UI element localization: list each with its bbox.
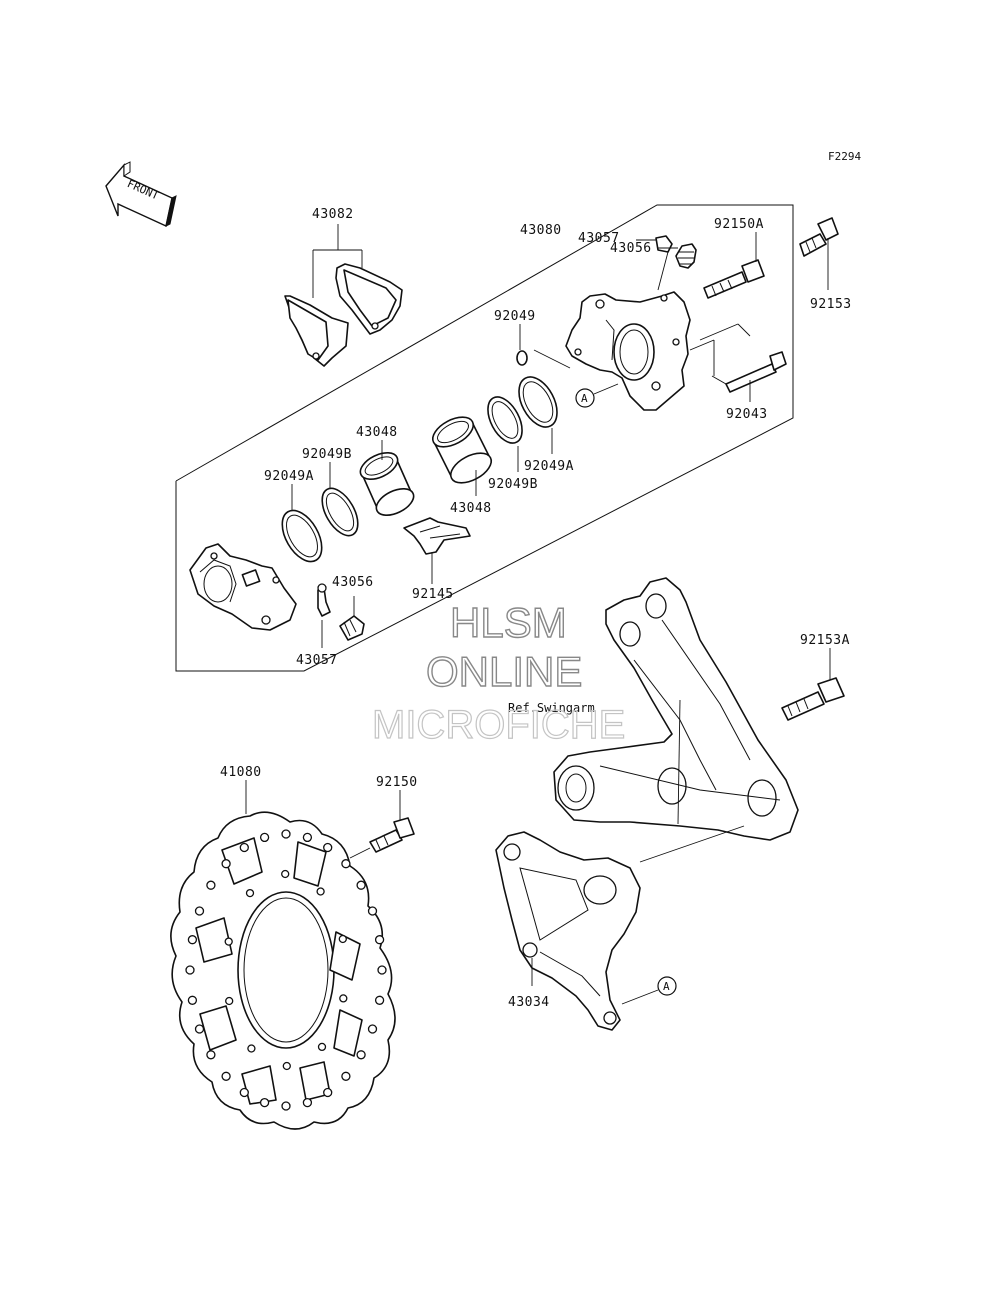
swingarm-link	[553, 577, 799, 841]
part-label-43048-top: 43048	[356, 425, 398, 440]
disc-vent-hole	[341, 859, 351, 869]
disc-vent-hole	[374, 935, 385, 945]
caliper-inner-body	[189, 543, 297, 631]
disc-vent-hole	[194, 1024, 205, 1034]
disc-vent-hole	[356, 880, 366, 890]
watermark-line-1: HLSM	[450, 599, 567, 646]
bolt-swingarm	[781, 677, 845, 721]
figure-code: F2294	[828, 150, 861, 163]
callout-marker-a-upper: A	[575, 383, 619, 408]
disc-mount-hole	[316, 887, 325, 896]
part-label-92049B-top: 92049B	[488, 477, 538, 492]
part-label-92049B-left: 92049B	[302, 447, 352, 462]
dust-seal-b-lower	[321, 487, 359, 537]
disc-vent-hole	[206, 880, 216, 890]
part-label-92150A: 92150A	[714, 217, 764, 232]
disc-vent-hole	[323, 842, 333, 853]
disc-mount-hole	[282, 1061, 291, 1071]
disc-vent-hole	[367, 1024, 378, 1034]
callout-marker-a-text: A	[581, 392, 588, 405]
disc-mount-hole	[247, 1044, 256, 1053]
caliper-outer-body	[565, 291, 691, 411]
part-label-92153A: 92153A	[800, 633, 850, 648]
disc-mount-hole	[281, 869, 290, 879]
bolt-disc	[369, 817, 415, 853]
disc-vent-hole	[185, 965, 195, 975]
disc-vent-hole	[221, 1071, 231, 1081]
part-label-43056-bottom: 43056	[332, 575, 374, 590]
front-direction-arrow-icon: FRONT	[105, 161, 177, 227]
reference-note: Ref.Swingarm	[508, 701, 595, 715]
disc-vent-hole	[239, 1087, 249, 1098]
dust-seal-b-upper	[487, 396, 523, 444]
disc-vent-hole	[367, 906, 378, 916]
part-label-41080: 41080	[220, 765, 262, 780]
part-label-43057-top: 43057	[578, 231, 620, 246]
part-label-92043: 92043	[726, 407, 768, 422]
piston-seal-a-lower	[281, 509, 323, 563]
part-label-92049A-top: 92049A	[524, 459, 574, 474]
bleed-cap-lower	[317, 583, 331, 617]
disc-vent-hole	[206, 1050, 216, 1060]
part-label-43034: 43034	[508, 995, 550, 1010]
part-label-43048-bottom: 43048	[450, 501, 492, 516]
part-label-92145: 92145	[412, 587, 454, 602]
brake-disc	[170, 811, 396, 1130]
part-label-92153: 92153	[810, 297, 852, 312]
disc-vent-hole	[302, 1097, 313, 1108]
disc-mount-hole	[339, 994, 348, 1003]
disc-mount-hole	[338, 934, 347, 944]
retaining-pin	[725, 351, 787, 393]
callout-marker-a-lower: A	[621, 976, 677, 1005]
slide-pin-upper	[703, 259, 765, 299]
watermark-line-2: ONLINE	[426, 648, 582, 695]
piston-seal-a-upper	[518, 376, 558, 428]
disc-mount-hole	[245, 888, 255, 898]
part-label-43056-top: 43056	[610, 241, 652, 256]
part-label-92049: 92049	[494, 309, 536, 324]
disc-vent-hole	[187, 935, 198, 945]
disc-mount-hole	[224, 937, 233, 946]
disc-vent-hole	[377, 965, 387, 975]
disc-vent-hole	[374, 995, 385, 1005]
part-label-43080: 43080	[520, 223, 562, 238]
disc-vent-hole	[187, 995, 198, 1005]
watermark-line-3: MICROFICHE	[372, 703, 625, 747]
small-washer	[516, 350, 528, 366]
part-label-43057-bottom: 43057	[296, 653, 338, 668]
piston-upper	[431, 416, 493, 484]
part-label-92049A-left: 92049A	[264, 469, 314, 484]
pad-spring	[403, 517, 471, 555]
disc-mount-hole	[317, 1042, 327, 1052]
piston-lower	[359, 451, 415, 517]
caliper-assembly-outline	[175, 204, 794, 672]
brake-pad-set	[284, 263, 403, 367]
disc-vent-hole	[239, 842, 249, 853]
disc-vent-hole	[356, 1050, 366, 1060]
part-label-92150: 92150	[376, 775, 418, 790]
disc-vent-hole	[221, 859, 231, 869]
disc-vent-hole	[341, 1071, 351, 1081]
disc-vent-hole	[281, 829, 291, 839]
disc-vent-hole	[259, 832, 270, 843]
bolt-upper-right	[799, 217, 839, 257]
bleed-valve-lower	[339, 615, 365, 641]
disc-vent-hole	[323, 1087, 333, 1098]
disc-vent-hole	[281, 1101, 291, 1111]
callout-marker-a-lower-text: A	[663, 980, 670, 993]
part-label-43082: 43082	[312, 207, 354, 222]
bleed-valve-top	[675, 243, 697, 269]
disc-mount-hole	[225, 996, 234, 1006]
disc-vent-hole	[259, 1097, 270, 1108]
disc-vent-hole	[194, 906, 205, 916]
bleed-cap-top	[655, 235, 673, 253]
disc-vent-hole	[302, 832, 313, 843]
